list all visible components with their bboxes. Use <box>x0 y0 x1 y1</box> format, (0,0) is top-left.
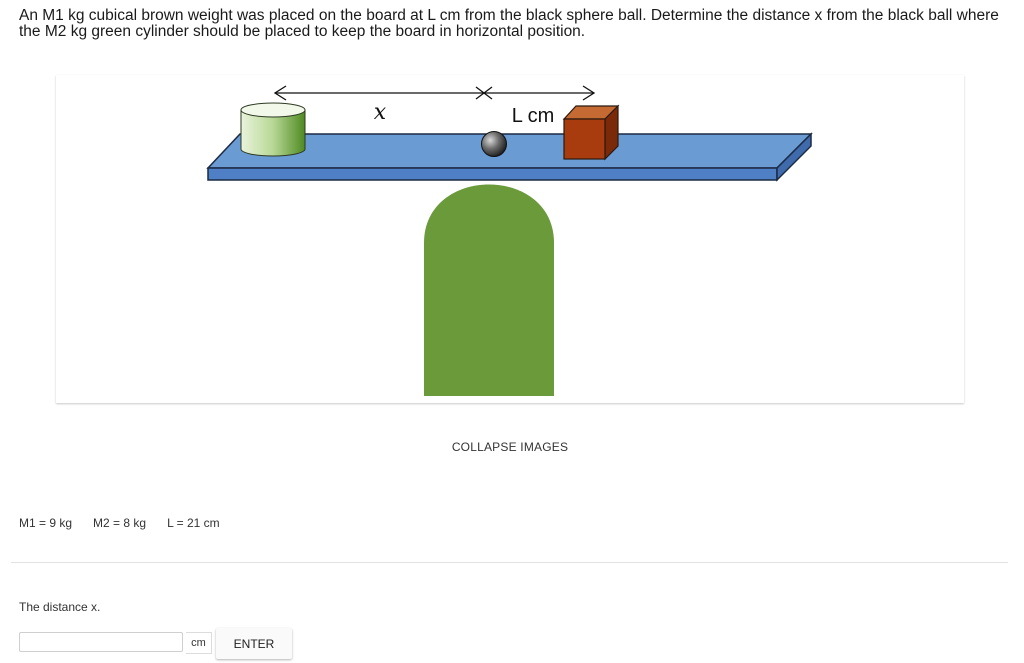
given-m2: M2 = 8 kg <box>93 516 147 530</box>
answer-input[interactable] <box>19 632 183 652</box>
answer-prompt: The distance x. <box>19 600 101 614</box>
dimension-line <box>273 85 596 101</box>
x-label: x <box>374 100 387 125</box>
green-cylinder <box>240 102 306 157</box>
given-m1: M1 = 9 kg <box>19 516 73 530</box>
brown-cube <box>562 104 620 161</box>
divider <box>11 562 1008 563</box>
given-values: M1 = 9 kg M2 = 8 kg L = 21 cm <box>19 516 241 530</box>
board-front <box>207 167 778 181</box>
l-label: L cm <box>512 105 555 127</box>
question-text: An M1 kg cubical brown weight was placed… <box>19 7 999 40</box>
collapse-images-button[interactable]: COLLAPSE IMAGES <box>430 436 590 458</box>
fulcrum <box>424 184 554 396</box>
unit-label: cm <box>186 632 212 654</box>
enter-button[interactable]: ENTER <box>216 628 292 659</box>
black-ball <box>481 131 507 157</box>
given-l: L = 21 cm <box>167 516 220 530</box>
board-side <box>776 132 812 182</box>
figure-card: x L cm <box>56 75 964 403</box>
seesaw-diagram: x L cm <box>206 85 813 396</box>
